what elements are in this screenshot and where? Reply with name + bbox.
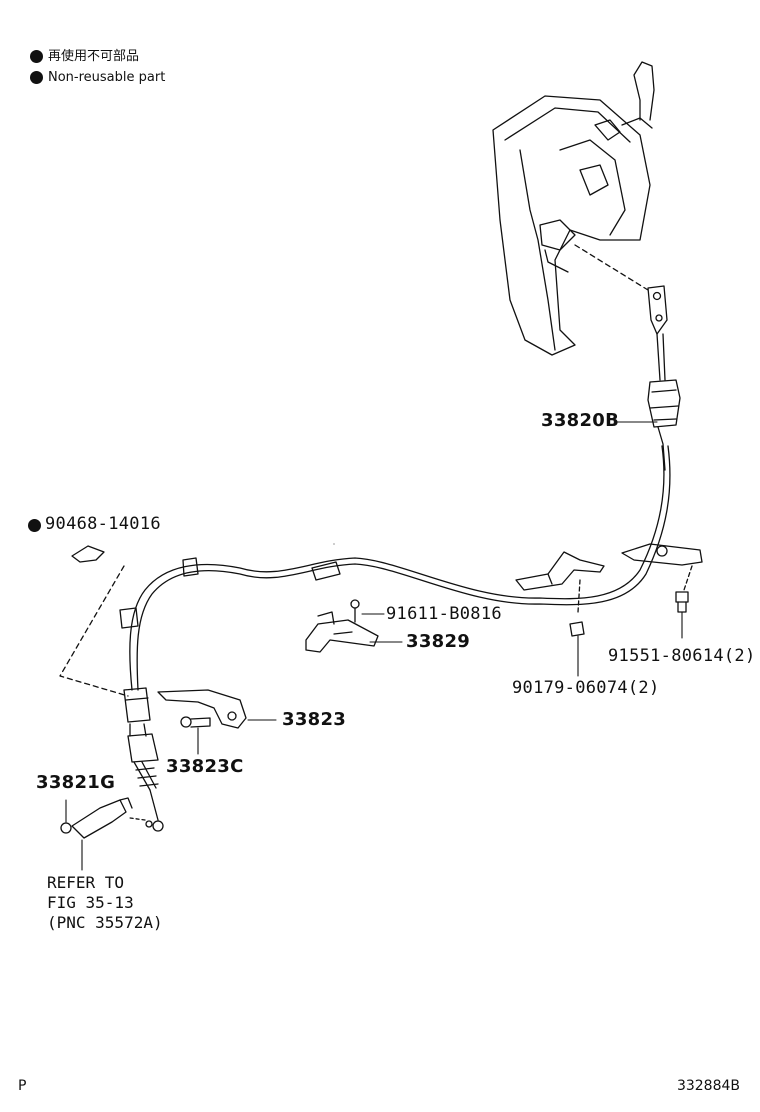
footer-left-code: P [18,1078,27,1094]
bracket-33829 [305,599,379,653]
cable-end-upper [647,285,681,471]
nut-90179 [569,621,585,637]
part-label-33820b[interactable]: 33820B [541,410,620,431]
leader-lines [65,421,683,871]
legend-row-english: Non-reusable part [30,67,165,88]
bracket-right [621,543,703,591]
reference-note: REFER TO FIG 35-13 (PNC 35572A) [47,873,163,933]
part-label-90468-14016[interactable]: 90468-14016 [45,514,161,534]
non-reusable-dot-icon [30,50,43,63]
reference-note-line3: (PNC 35572A) [47,913,163,932]
legend-row-japanese: 再使用不可部品 [30,46,165,67]
part-label-33823[interactable]: 33823 [282,709,347,730]
clip-90468 [59,545,129,697]
legend-japanese-text: 再使用不可部品 [48,49,140,64]
bracket-33823 [157,689,247,729]
legend: 再使用不可部品 Non-reusable part [30,46,165,88]
shift-lever-assembly [492,61,655,356]
bolt-33823c [180,716,211,728]
part-label-33823c[interactable]: 33823C [166,756,244,777]
cable-end-lower [123,687,164,832]
part-label-33829[interactable]: 33829 [406,631,471,652]
part-label-90179-06074[interactable]: 90179-06074(2) [512,678,660,698]
figure-number: 332884B [676,1078,740,1094]
non-reusable-dot-icon [30,71,43,84]
bracket-center [515,551,605,613]
part-label-33821g[interactable]: 33821G [36,772,116,793]
bracket-33821g [60,797,133,839]
transmission-control-cable [119,445,671,691]
reference-note-line2: FIG 35-13 [47,893,134,912]
legend-english-text: Non-reusable part [48,70,166,85]
part-label-91551-80614[interactable]: 91551-80614(2) [608,646,756,666]
part-label-91611-b0816[interactable]: 91611-B0816 [386,604,502,624]
reference-note-line1: REFER TO [47,873,125,892]
bolt-91551 [675,591,689,613]
non-reusable-dot-icon [28,519,41,532]
